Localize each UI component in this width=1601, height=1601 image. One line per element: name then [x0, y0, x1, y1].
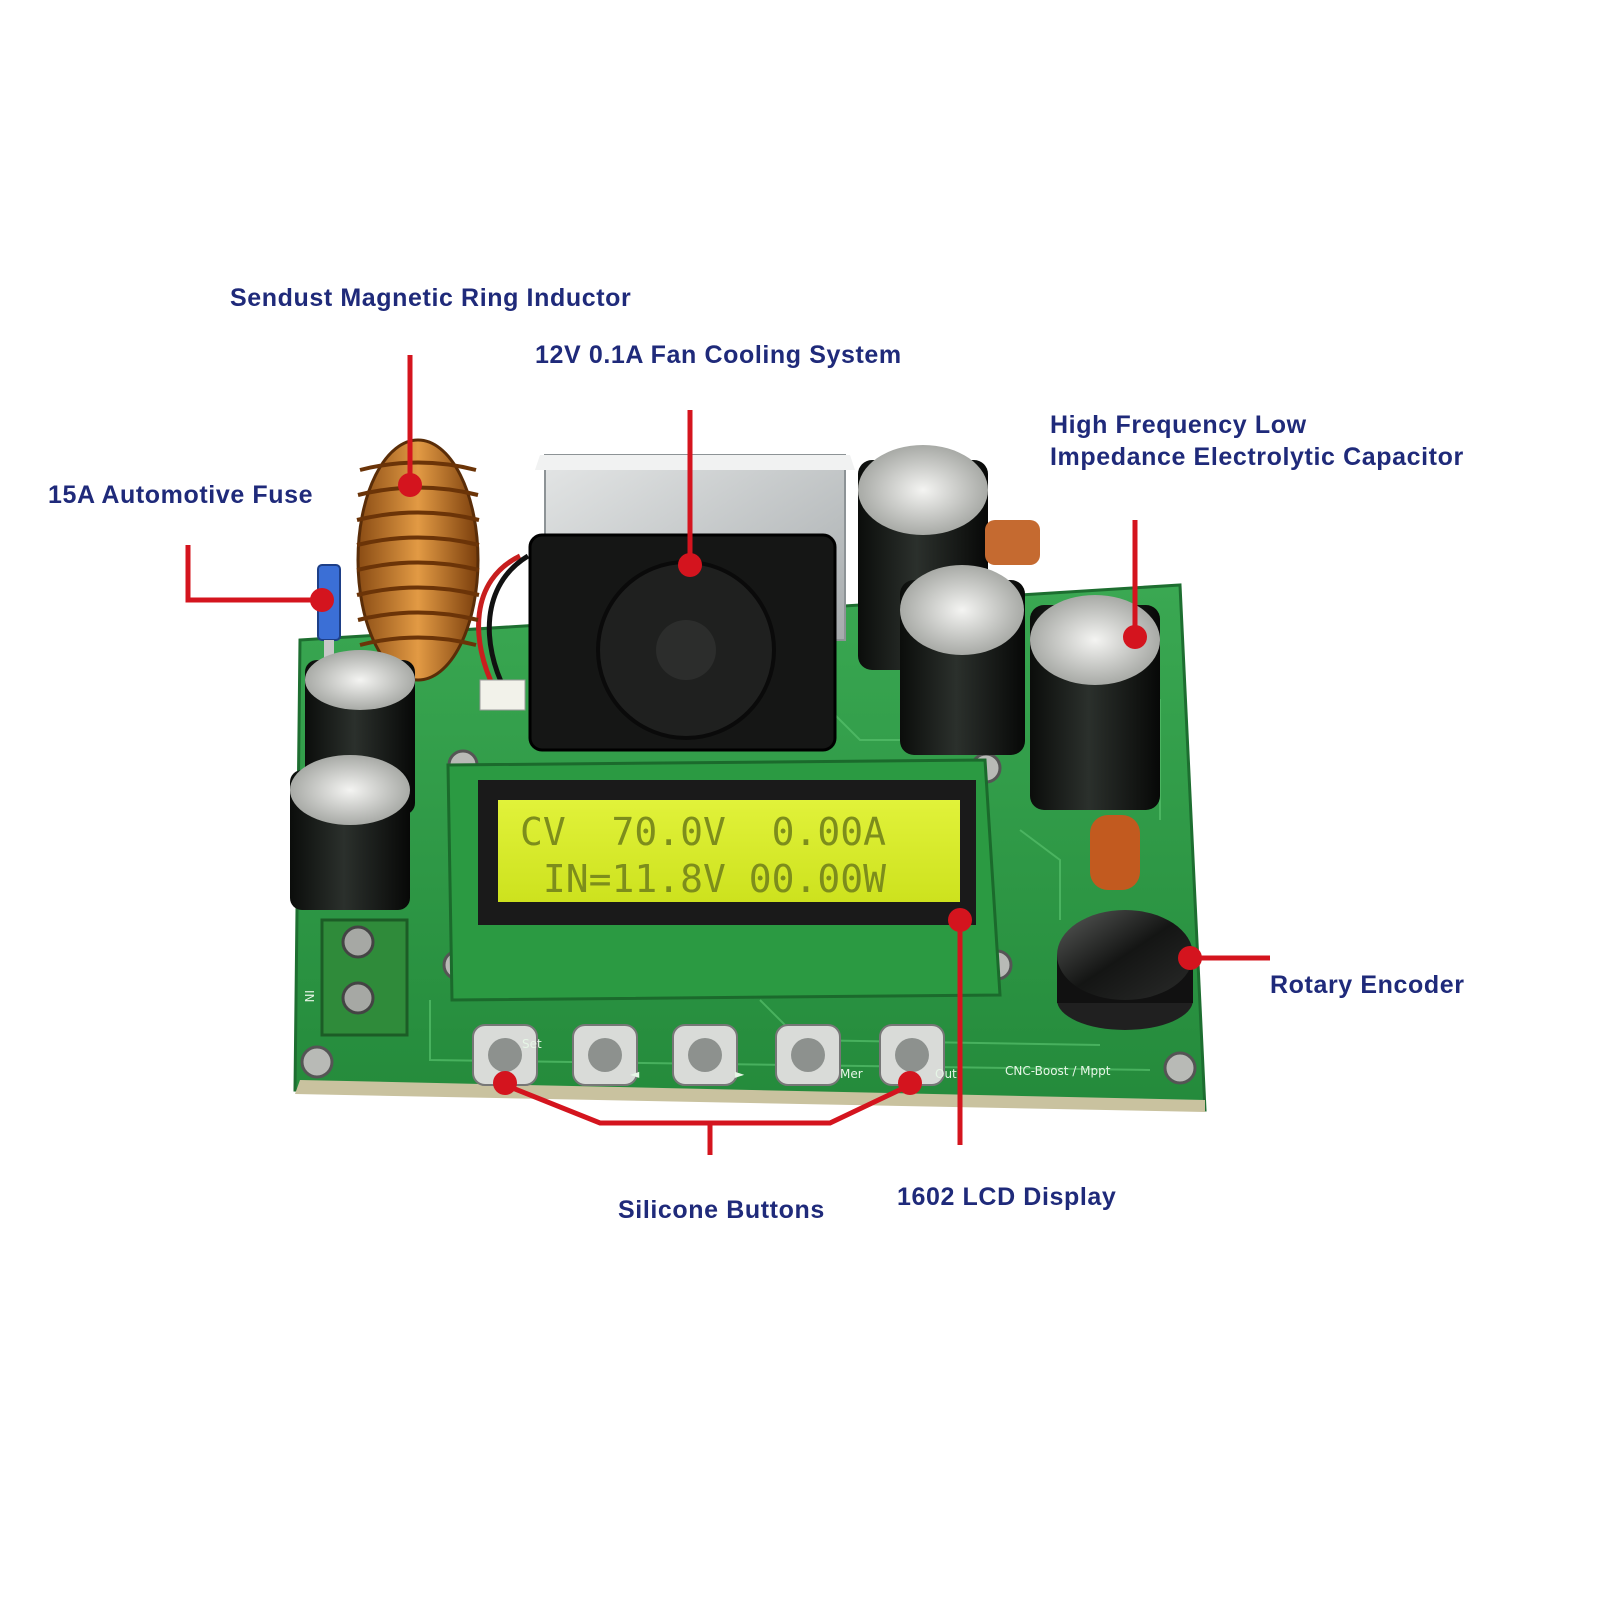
- terminal-label: IN: [302, 990, 316, 1003]
- button-label-out: Out: [935, 1067, 957, 1081]
- lcd-line-1: CV 70.0V 0.00A: [520, 810, 886, 854]
- cooling-fan: [476, 533, 837, 752]
- board-silkscreen: CNC-Boost / Mppt: [1005, 1064, 1111, 1078]
- left-capacitors: [290, 650, 415, 910]
- silicone-buttons: [472, 1024, 945, 1086]
- label-buttons: Silicone Buttons: [618, 1196, 825, 1224]
- terminal-block: [320, 918, 409, 1037]
- rotary-encoder-knob: [1057, 910, 1193, 1030]
- button-label-left: ◄: [630, 1067, 640, 1081]
- toroid-inductor: [356, 438, 480, 682]
- label-capacitor-line1: High Frequency Low: [1050, 411, 1307, 439]
- button-label-set: Set: [522, 1037, 542, 1051]
- label-capacitor-line2: Impedance Electrolytic Capacitor: [1050, 443, 1464, 471]
- button-label-mer: Mer: [840, 1067, 863, 1081]
- label-fan: 12V 0.1A Fan Cooling System: [535, 341, 902, 369]
- button-label-right: ►: [735, 1067, 745, 1081]
- leader-dots: [310, 473, 1202, 1095]
- lcd-line-2: IN=11.8V 00.00W: [520, 857, 886, 901]
- leader-lines: [185, 355, 1270, 1155]
- label-encoder: Rotary Encoder: [1270, 971, 1465, 999]
- right-capacitors: [858, 445, 1160, 890]
- label-inductor: Sendust Magnetic Ring Inductor: [230, 284, 632, 312]
- label-fuse: 15A Automotive Fuse: [48, 481, 314, 509]
- label-lcd: 1602 LCD Display: [897, 1183, 1117, 1211]
- lcd-module: [446, 758, 1002, 1002]
